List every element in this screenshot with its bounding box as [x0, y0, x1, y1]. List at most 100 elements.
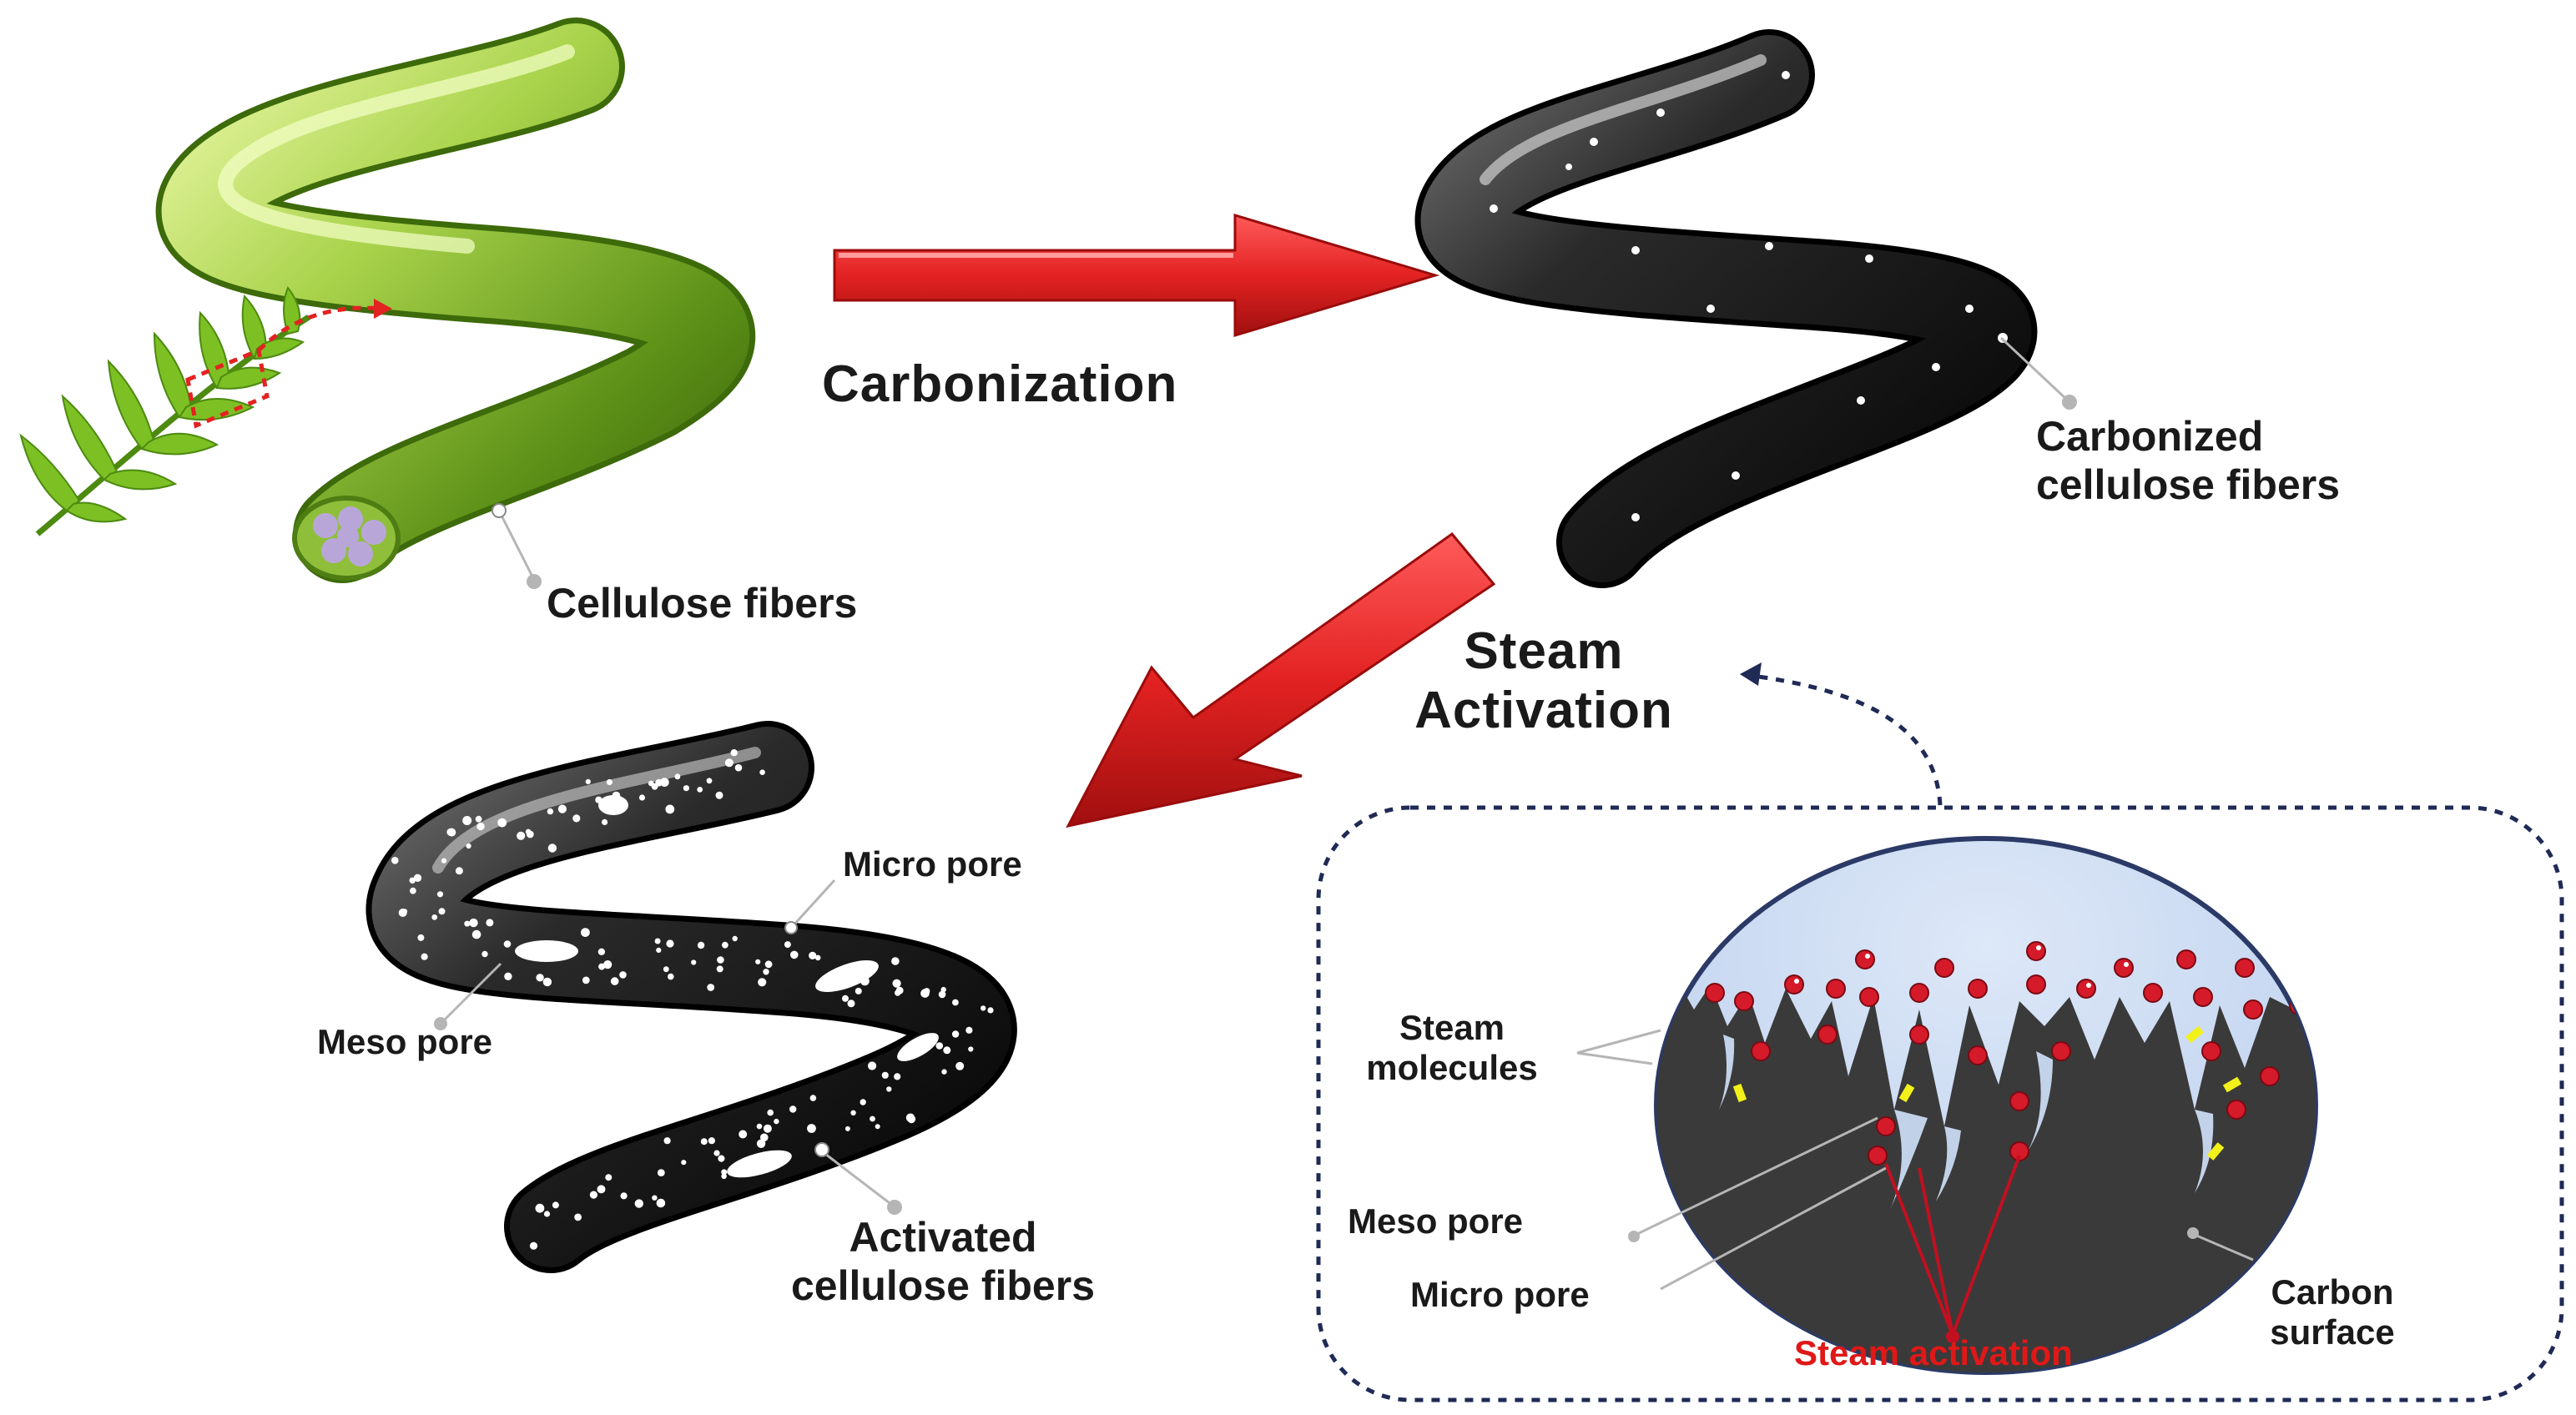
micro-pore-dot	[697, 941, 705, 949]
micro-pore-dot	[756, 1139, 766, 1149]
fern-leaf-icon	[19, 286, 392, 536]
red-arrow-icon	[833, 213, 1440, 338]
micro-pore-dot	[952, 999, 959, 1006]
red-arrow-icon	[1066, 531, 1496, 828]
micro-pore-dot	[497, 818, 507, 828]
micro-pore-dot	[895, 986, 904, 995]
carbon-surface-line1: Carbon	[2271, 1272, 2394, 1312]
micro-pore-dot	[760, 1133, 769, 1142]
micro-pore-dot	[807, 1124, 816, 1133]
carbonized-fiber	[1415, 29, 2038, 588]
micro-pore-dot	[721, 1169, 728, 1176]
micro-pore-dot	[718, 1155, 725, 1162]
micro-pore-dot	[715, 791, 723, 799]
micro-pore-dot	[574, 1213, 582, 1221]
micro-pore-dot	[413, 874, 422, 883]
micro-pore-dot	[634, 1199, 643, 1208]
meso-pore-label: Meso pore	[317, 1022, 493, 1061]
micro-pore-dot	[542, 977, 552, 987]
micro-pore-dot	[466, 843, 471, 849]
micro-pore-dot	[438, 908, 446, 915]
micro-pore-dot	[572, 814, 581, 823]
micro-pore-dot	[790, 950, 799, 959]
micro-pore-dot	[657, 1169, 665, 1176]
micro-pore-dot	[854, 987, 862, 995]
micro-pore-dot	[691, 959, 697, 965]
micro-pore-dot	[674, 773, 681, 780]
micro-pore-dot	[706, 778, 713, 784]
micro-pore-dot	[755, 959, 761, 964]
micro-pore-dot	[652, 1195, 658, 1201]
leader-activated	[814, 1142, 902, 1215]
micro-pore-dot	[941, 1069, 947, 1075]
micro-pore-dot	[471, 929, 481, 939]
micro-pore-dot	[697, 787, 703, 793]
micro-pore-dot	[732, 935, 738, 942]
micro-pore-dot	[907, 1115, 916, 1124]
dotted-arrow-icon	[1740, 662, 1943, 806]
micro-pore-dot	[603, 960, 612, 969]
micro-pore-dot	[875, 1124, 880, 1130]
steam-activation-inset-label: Steam activation	[1794, 1333, 2073, 1372]
micro-pore-dot	[767, 1109, 774, 1116]
micro-pore-dot	[809, 951, 817, 959]
micro-pore-dot	[606, 778, 613, 786]
micro-pore-dot	[868, 1061, 877, 1070]
micro-pore-dot	[814, 954, 821, 961]
micro-pore-dot	[763, 1124, 772, 1133]
micro-pore-dot	[462, 816, 472, 825]
micro-pore-dot	[536, 974, 544, 982]
micro-pore-dot	[756, 1123, 763, 1130]
micro-pore-dot	[758, 978, 767, 987]
carbon-surface-shape	[1656, 980, 2316, 1372]
micro-pore-dot	[951, 1030, 960, 1038]
micro-pore-dot	[421, 953, 428, 960]
micro-pore-dot	[943, 1046, 951, 1055]
micro-pore-dot	[651, 783, 658, 790]
micro-pore-dot	[708, 1137, 716, 1145]
micro-pore-dot	[668, 973, 674, 980]
micro-pore-dot	[535, 1203, 545, 1213]
micro-pore-dot	[713, 1150, 720, 1156]
micro-pore-dot	[582, 976, 590, 984]
micro-pore-dot	[764, 960, 773, 969]
micro-pore-dot	[431, 914, 438, 920]
micro-pore-dot	[850, 1110, 856, 1116]
micro-pore-dot	[597, 1185, 606, 1194]
micro-pore-dot	[529, 1241, 538, 1250]
carbon-surface-line2: surface	[2270, 1312, 2395, 1352]
micro-pore-dot	[503, 940, 512, 948]
micro-pore-dot	[809, 1095, 817, 1101]
micro-pore-dot	[730, 749, 738, 757]
micro-pore-dot	[860, 1099, 866, 1105]
micro-pore-dot	[707, 984, 715, 991]
micro-pore-dot	[681, 1160, 687, 1166]
micro-pore-dot	[716, 965, 723, 973]
micro-pore-dot	[717, 956, 724, 964]
micro-pore-dot	[526, 830, 534, 838]
micro-pore-dot	[980, 1005, 986, 1011]
micro-pore-dot	[665, 804, 675, 814]
carbonized-line2: cellulose fibers	[2036, 461, 2341, 508]
micro-pore-dot	[610, 977, 619, 985]
leader-micro-pore	[784, 879, 836, 934]
micro-pore-dot	[659, 778, 669, 787]
micro-pore-dot	[987, 1007, 994, 1014]
micro-pore-dot	[585, 778, 591, 785]
micro-pore-dot	[847, 1000, 855, 1008]
micro-pore-dot	[886, 1086, 892, 1092]
micro-pore-dot	[920, 989, 930, 998]
micro-pore-dot	[759, 769, 765, 775]
micro-pore-dot	[955, 1061, 965, 1070]
micro-pore-dot	[441, 858, 447, 864]
cellulose-fiber	[155, 18, 756, 583]
micro-pore-dot	[602, 818, 608, 826]
activated-line2: cellulose fibers	[790, 1261, 1096, 1309]
micro-pore-dot	[683, 785, 690, 792]
micro-pore-dot	[464, 920, 471, 927]
leader-carbonized	[1999, 336, 2077, 410]
carbonized-fibers-label: Carbonized cellulose fibers	[2036, 413, 2340, 509]
micro-pore-dot	[842, 995, 849, 1002]
carbonized-line1: Carbonized	[2036, 413, 2264, 460]
